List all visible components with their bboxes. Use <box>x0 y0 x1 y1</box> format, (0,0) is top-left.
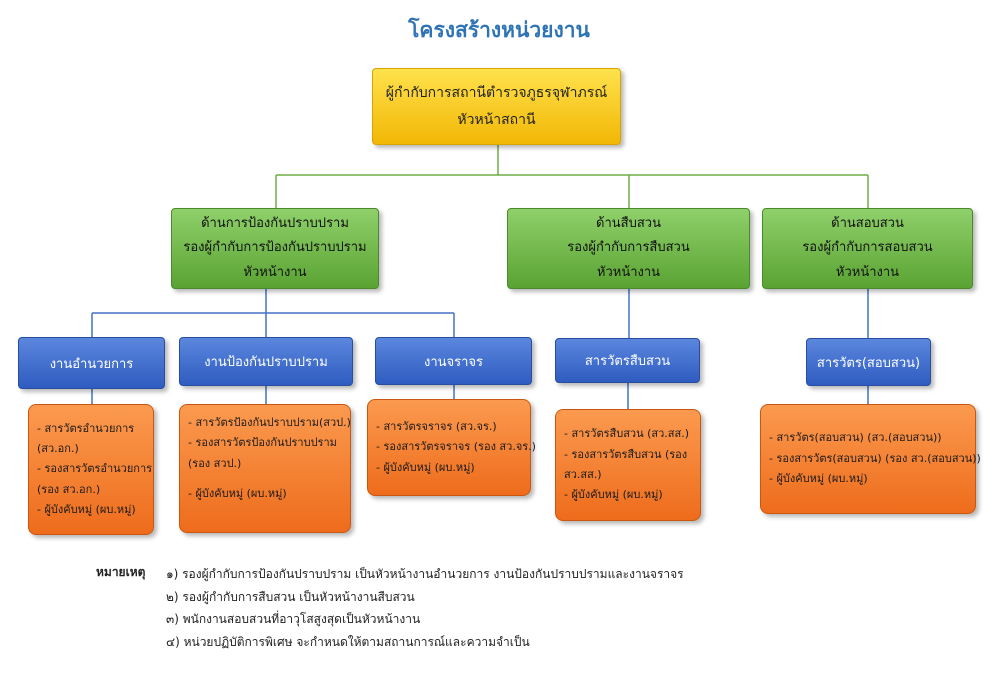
staff-line: - รองสารวัตรสืบสวน (รอง <box>564 447 688 461</box>
division-box-prevention: ด้านการป้องกันปราบปราม รองผู้กำกับการป้อ… <box>171 208 379 289</box>
staff-line: - รองสารวัตร(สอบสวน) (รอง สว.(สอบสวน)) <box>769 451 981 465</box>
division-line: รองผู้กำกับการสืบสวน <box>567 240 690 256</box>
staff-line: สว.สส.) <box>564 468 602 481</box>
division-line: ด้านสืบสวน <box>596 216 661 232</box>
staff-line: (รอง สวป.) <box>188 456 242 470</box>
division-line: หัวหน้างาน <box>835 264 900 280</box>
unit-box-traffic: งานจราจร <box>375 337 532 385</box>
unit-label: สารวัตรสืบสวน <box>584 354 671 369</box>
page-title: โครงสร้างหน่วยงาน <box>408 18 590 42</box>
division-box-investigation: ด้านสืบสวน รองผู้กำกับการสืบสวน หัวหน้าง… <box>507 208 750 289</box>
unit-label: งานอำนวยการ <box>49 356 134 372</box>
unit-box-prevention: งานป้องกันปราบปราม <box>179 337 353 386</box>
note-item: ๓) พนักงานสอบสวนที่อาวุโสสูงสุดเป็นหัวหน… <box>166 612 421 626</box>
staff-line: - ผู้บังคับหมู่ (ผบ.หมู่) <box>769 472 868 486</box>
unit-box-administration: งานอำนวยการ <box>18 337 165 389</box>
unit-box-investigation: สารวัตรสืบสวน <box>555 338 700 383</box>
notes-list: ๑) รองผู้กำกับการป้องกันปราบปราม เป็นหัว… <box>166 563 684 653</box>
division-line: รองผู้กำกับการป้องกันปราบปราม <box>183 240 367 256</box>
note-item: ๑) รองผู้กำกับการป้องกันปราบปราม เป็นหัว… <box>166 567 684 581</box>
division-line: ด้านการป้องกันปราบปราม <box>201 216 349 232</box>
staff-line: (สว.อก.) <box>37 441 79 455</box>
staff-box-traffic: - สารวัตรจราจร (สว.จร.) - รองสารวัตรจราจ… <box>367 399 536 496</box>
top-box-line: หัวหน้าสถานี <box>457 111 536 128</box>
staff-line: - สารวัตร(สอบสวน) (สว.(สอบสวน)) <box>769 431 942 445</box>
division-line: ด้านสอบสวน <box>831 216 904 232</box>
staff-box-investigation: - สารวัตรสืบสวน (สว.สส.) - รองสารวัตรสืบ… <box>555 409 701 521</box>
staff-line: - สารวัตรอำนวยการ <box>37 421 135 435</box>
division-line: รองผู้กำกับการสอบสวน <box>802 240 933 256</box>
division-box-inquiry: ด้านสอบสวน รองผู้กำกับการสอบสวน หัวหน้าง… <box>762 208 973 289</box>
unit-box-inquiry: สารวัตร(สอบสวน) <box>806 338 931 386</box>
top-box-line: ผู้กำกับการสถานีตำรวจภูธรจุฬาภรณ์ <box>385 84 608 101</box>
division-connectors <box>275 145 869 208</box>
unit-label: สารวัตร(สอบสวน) <box>816 355 921 371</box>
staff-line: - สารวัตรป้องกันปราบปราม(สวป.) <box>188 416 351 429</box>
staff-line: - ผู้บังคับหมู่ (ผบ.หมู่) <box>376 460 475 474</box>
staff-box-inquiry: - สารวัตร(สอบสวน) (สว.(สอบสวน)) - รองสาร… <box>760 404 981 514</box>
staff-line: - สารวัตรสืบสวน (สว.สส.) <box>564 427 689 441</box>
staff-line: (รอง สว.อก.) <box>37 482 101 496</box>
staff-line: - สารวัตรจราจร (สว.จร.) <box>376 419 497 433</box>
staff-line: - ผู้บังคับหมู่ (ผบ.หมู่) <box>37 503 136 517</box>
staff-box-administration: - สารวัตรอำนวยการ (สว.อก.) - รองสารวัตรอ… <box>28 404 154 535</box>
unit-label: งานป้องกันปราบปราม <box>204 355 328 370</box>
note-item: ๔) หน่วยปฏิบัติการพิเศษ จะกำหนดให้ตามสถา… <box>166 634 530 649</box>
staff-line: - รองสารวัตรอำนวยการ <box>37 462 153 476</box>
staff-line: - รองสารวัตรจราจร (รอง สว.จร.) <box>376 440 536 454</box>
staff-line: - รองสารวัตรป้องกันปราบปราม <box>188 436 337 450</box>
staff-line: - ผู้บังคับหมู่ (ผบ.หมู่) <box>188 487 287 501</box>
division-line: หัวหน้างาน <box>596 264 661 280</box>
notes-label: หมายเหตุ <box>96 565 146 579</box>
top-box-station-chief: ผู้กำกับการสถานีตำรวจภูธรจุฬาภรณ์ หัวหน้… <box>372 68 621 145</box>
unit-connectors <box>91 289 869 338</box>
note-item: ๒) รองผู้กำกับการสืบสวน เป็นหัวหน้างานสื… <box>166 589 415 604</box>
staff-connectors <box>91 383 869 409</box>
unit-label: งานจราจร <box>423 354 484 370</box>
division-line: หัวหน้างาน <box>243 264 307 280</box>
staff-box-prevention: - สารวัตรป้องกันปราบปราม(สวป.) - รองสารว… <box>179 404 351 533</box>
staff-line: - ผู้บังคับหมู่ (ผบ.หมู่) <box>564 488 663 502</box>
